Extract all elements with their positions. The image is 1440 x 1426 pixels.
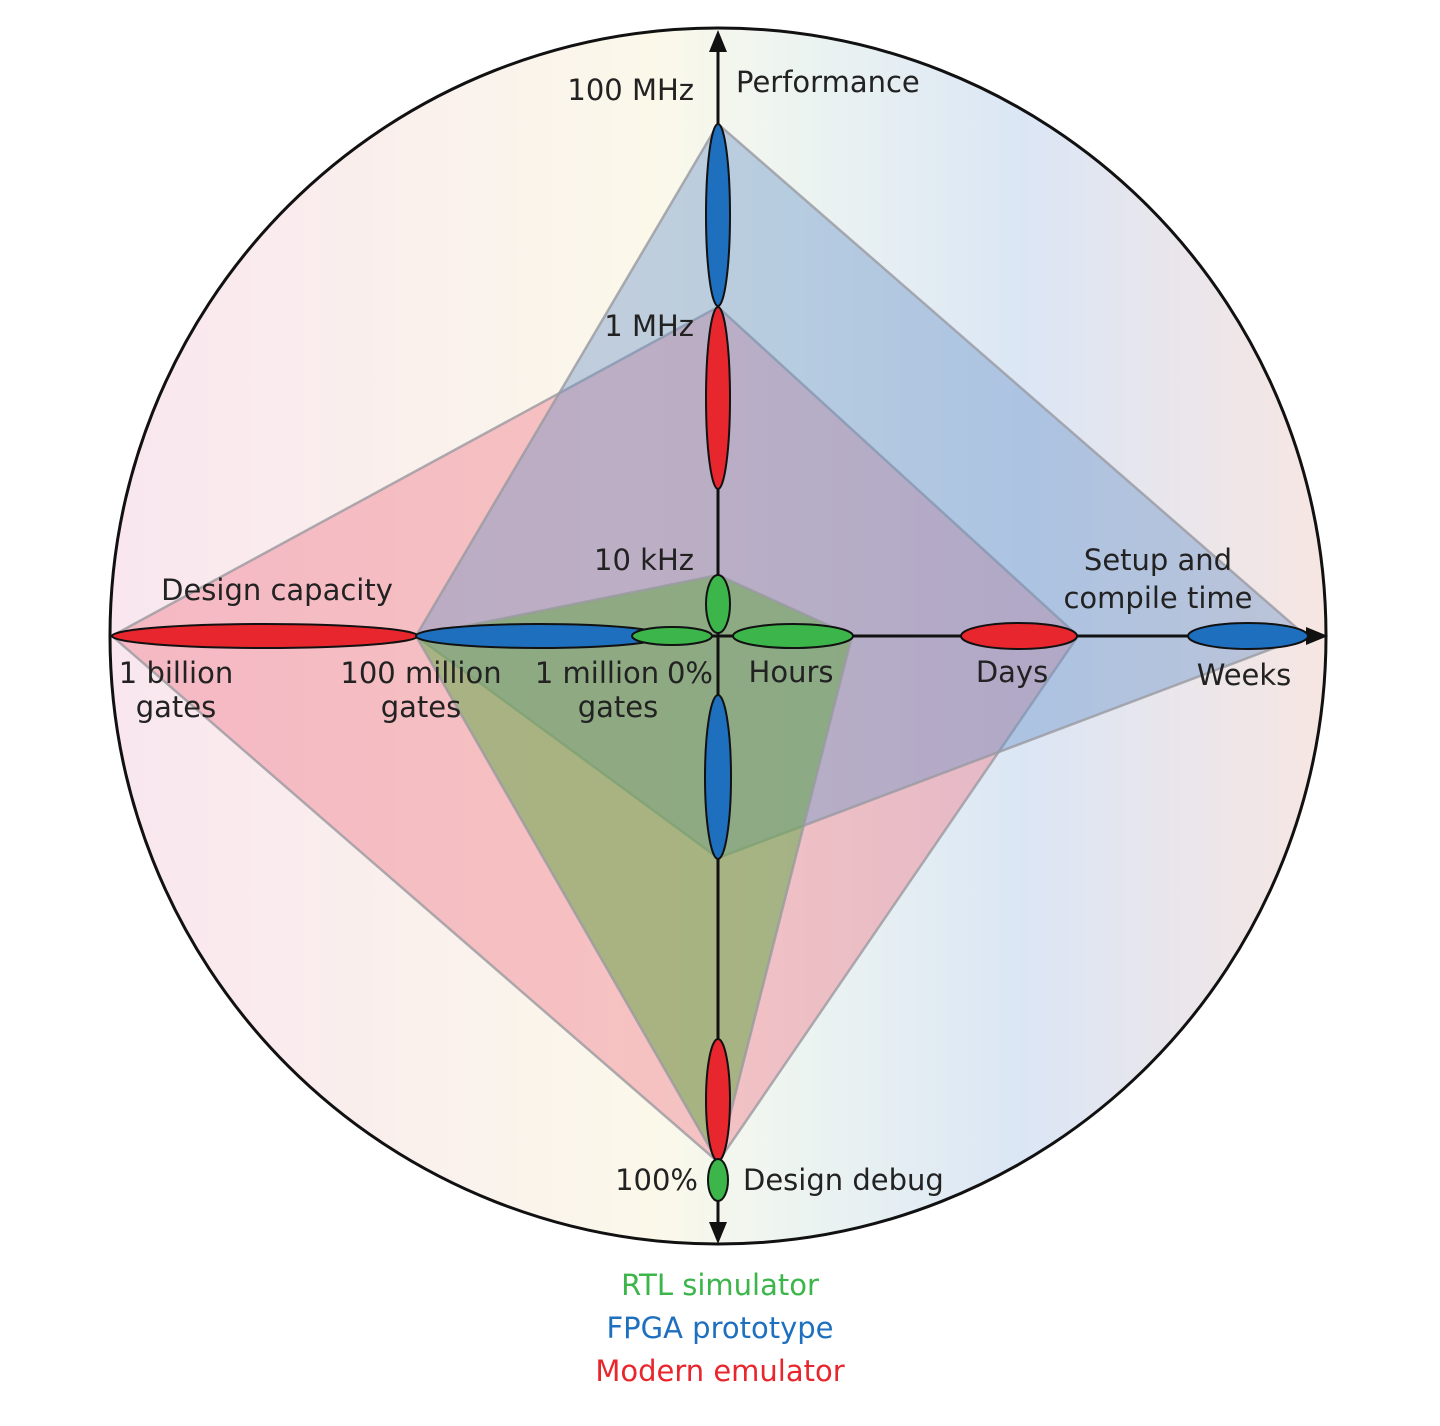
arrow-right-icon: [1306, 627, 1328, 645]
rtl-performance-marker: [705, 574, 731, 634]
performance-axis-label: Performance: [736, 65, 920, 99]
tick-0-percent: 0%: [667, 656, 713, 690]
tick-1-billion-line1: 1 billion: [119, 656, 233, 690]
fpga-debug-marker: [704, 694, 732, 860]
rtl-debug-marker: [707, 1158, 729, 1202]
tick-1-million-line2: gates: [578, 690, 659, 724]
legend-fpga-prototype: FPGA prototype: [606, 1311, 833, 1345]
tick-100-million-line1: 100 million: [340, 656, 501, 690]
capacity-axis-label: Design capacity: [161, 573, 393, 607]
tick-hours: Hours: [749, 655, 834, 689]
fpga-capacity-marker: [415, 623, 665, 649]
arrow-up-icon: [709, 30, 727, 52]
tick-1mhz: 1 MHz: [604, 309, 694, 343]
arrow-down-icon: [709, 1222, 727, 1244]
tick-100-million-line2: gates: [381, 690, 462, 724]
setup-axis-label-line1: Setup and: [1084, 543, 1232, 577]
fpga-setup-marker: [1187, 622, 1309, 650]
legend-modern-emulator: Modern emulator: [595, 1354, 844, 1388]
tick-100-percent: 100%: [615, 1163, 698, 1197]
setup-axis-label-line2: compile time: [1063, 581, 1252, 615]
debug-axis-label: Design debug: [743, 1163, 944, 1197]
tick-100mhz: 100 MHz: [567, 73, 694, 107]
rtl-setup-marker: [732, 623, 854, 649]
tick-days: Days: [976, 655, 1048, 689]
tick-1-billion-line2: gates: [136, 690, 217, 724]
legend-rtl-simulator: RTL simulator: [621, 1268, 819, 1302]
emulator-setup-marker: [960, 622, 1078, 650]
emulator-performance-marker: [705, 306, 731, 490]
tick-10khz: 10 kHz: [594, 543, 694, 577]
emulator-capacity-marker: [111, 623, 419, 649]
tick-weeks: Weeks: [1197, 658, 1292, 692]
emulator-debug-marker: [705, 1038, 731, 1162]
rtl-capacity-marker: [631, 626, 713, 646]
fpga-performance-marker: [705, 123, 731, 307]
tick-1-million-line1: 1 million: [535, 656, 659, 690]
